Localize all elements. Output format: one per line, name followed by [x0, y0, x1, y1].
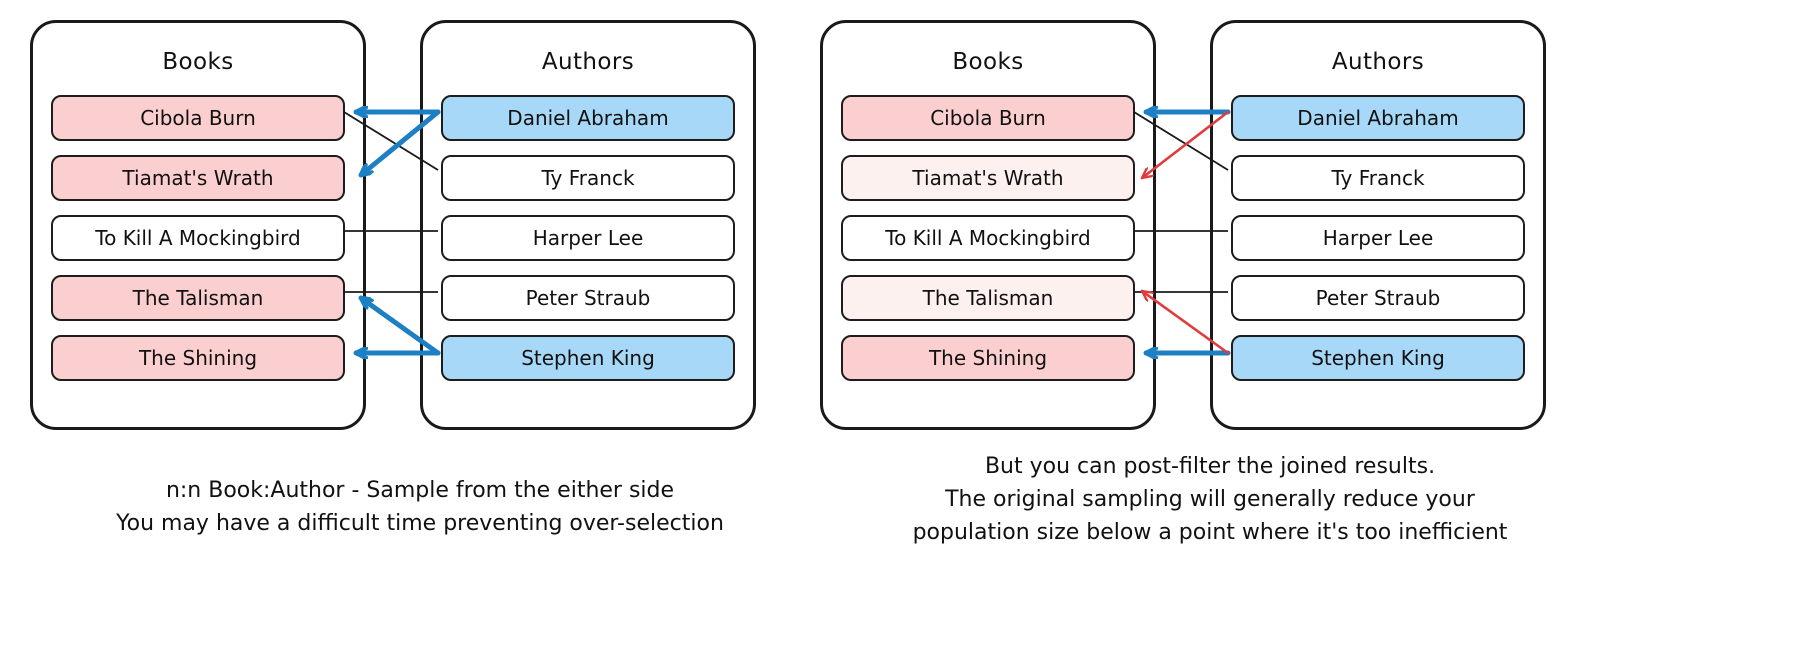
right-books-panel: Books Cibola Burn Tiamat's Wrath To Kill… — [820, 20, 1156, 430]
left-authors-rows: Daniel Abraham Ty Franck Harper Lee Pete… — [441, 95, 735, 381]
left-books-title: Books — [162, 49, 234, 75]
right-authors-panel: Authors Daniel Abraham Ty Franck Harper … — [1210, 20, 1546, 430]
left-book-row-3[interactable]: To Kill A Mockingbird — [51, 215, 345, 261]
left-author-row-2[interactable]: Ty Franck — [441, 155, 735, 201]
right-caption-line-2: The original sampling will generally red… — [945, 487, 1475, 512]
left-book-row-4[interactable]: The Talisman — [51, 275, 345, 321]
right-caption: But you can post-filter the joined resul… — [810, 450, 1610, 549]
left-author-row-4[interactable]: Peter Straub — [441, 275, 735, 321]
right-book-row-2[interactable]: Tiamat's Wrath — [841, 155, 1135, 201]
right-books-title: Books — [952, 49, 1024, 75]
left-authors-title: Authors — [541, 49, 635, 75]
right-books-rows: Cibola Burn Tiamat's Wrath To Kill A Moc… — [841, 95, 1135, 381]
left-authors-panel: Authors Daniel Abraham Ty Franck Harper … — [420, 20, 756, 430]
left-book-row-1[interactable]: Cibola Burn — [51, 95, 345, 141]
left-author-row-3[interactable]: Harper Lee — [441, 215, 735, 261]
left-books-panel: Books Cibola Burn Tiamat's Wrath To Kill… — [30, 20, 366, 430]
right-authors-rows: Daniel Abraham Ty Franck Harper Lee Pete… — [1231, 95, 1525, 381]
left-caption: n:n Book:Author - Sample from the either… — [20, 474, 820, 540]
right-diagram: Books Cibola Burn Tiamat's Wrath To Kill… — [810, 0, 1610, 661]
left-diagram: Books Cibola Burn Tiamat's Wrath To Kill… — [20, 0, 820, 661]
left-caption-line-2: You may have a difficult time preventing… — [116, 511, 724, 536]
left-book-row-2[interactable]: Tiamat's Wrath — [51, 155, 345, 201]
left-author-row-1[interactable]: Daniel Abraham — [441, 95, 735, 141]
right-book-row-4[interactable]: The Talisman — [841, 275, 1135, 321]
right-caption-line-3: population size below a point where it's… — [912, 520, 1508, 545]
left-book-row-5[interactable]: The Shining — [51, 335, 345, 381]
right-author-row-5[interactable]: Stephen King — [1231, 335, 1525, 381]
right-author-row-1[interactable]: Daniel Abraham — [1231, 95, 1525, 141]
right-authors-title: Authors — [1331, 49, 1425, 75]
right-book-row-5[interactable]: The Shining — [841, 335, 1135, 381]
right-author-row-2[interactable]: Ty Franck — [1231, 155, 1525, 201]
right-caption-line-1: But you can post-filter the joined resul… — [984, 454, 1436, 479]
left-author-row-5[interactable]: Stephen King — [441, 335, 735, 381]
right-book-row-1[interactable]: Cibola Burn — [841, 95, 1135, 141]
right-author-row-3[interactable]: Harper Lee — [1231, 215, 1525, 261]
left-books-rows: Cibola Burn Tiamat's Wrath To Kill A Moc… — [51, 95, 345, 381]
right-book-row-3[interactable]: To Kill A Mockingbird — [841, 215, 1135, 261]
left-caption-line-1: n:n Book:Author - Sample from the either… — [165, 478, 675, 503]
right-author-row-4[interactable]: Peter Straub — [1231, 275, 1525, 321]
